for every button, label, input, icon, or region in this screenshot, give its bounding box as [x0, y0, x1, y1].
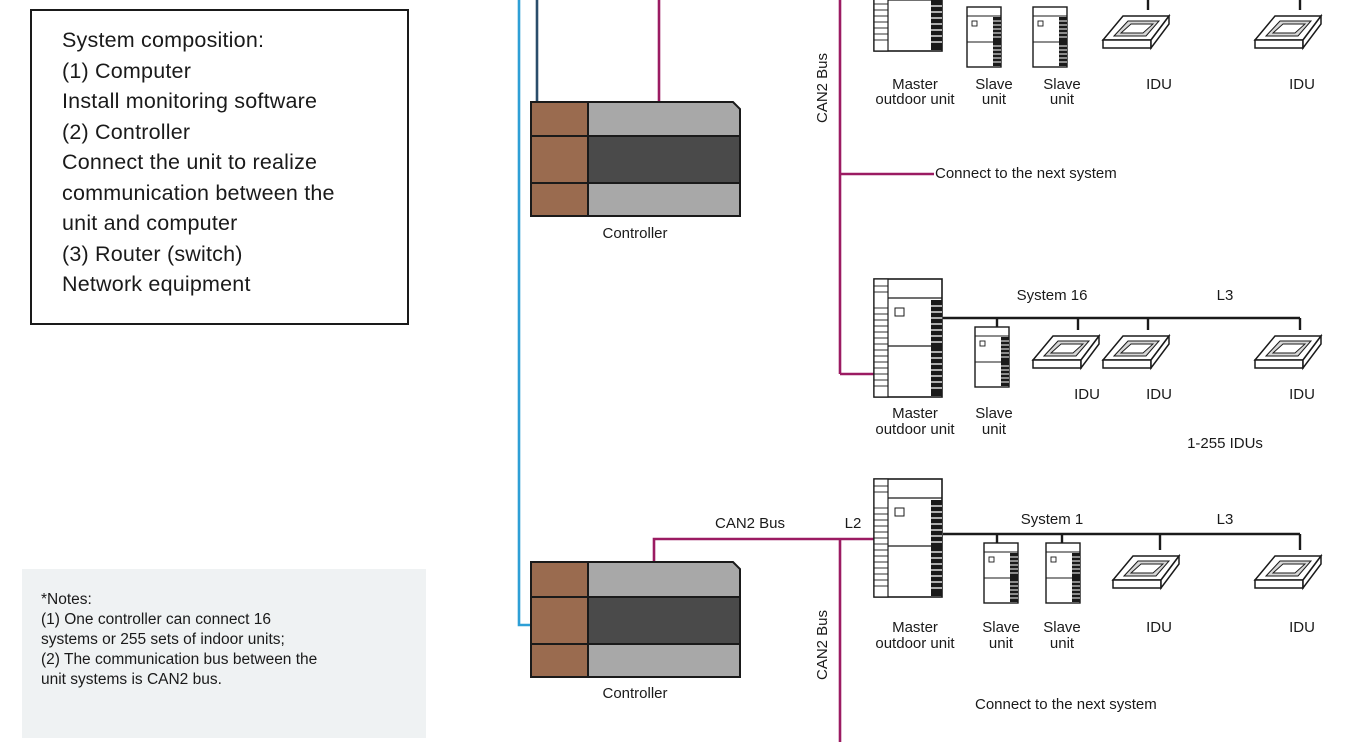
- idu-icon: [1254, 335, 1322, 369]
- composition-line: Network equipment: [62, 272, 251, 296]
- system-1-label: System 1: [1021, 511, 1084, 528]
- slave-label: unit: [1050, 635, 1075, 652]
- controller-bottom: [530, 561, 741, 678]
- connect-next-system-label: Connect to the next system: [935, 165, 1117, 182]
- can2-bus-label: CAN2 Bus: [814, 610, 831, 680]
- idu-icon: [1112, 555, 1180, 589]
- idu-label: IDU: [1146, 386, 1172, 403]
- slave-label: Slave: [975, 76, 1013, 93]
- controller-top: [530, 101, 741, 217]
- idu-icon: [1032, 335, 1100, 369]
- slave-unit: [1045, 542, 1081, 604]
- master-label: Master: [892, 76, 938, 93]
- notes-box: *Notes: (1) One controller can connect 1…: [22, 569, 426, 738]
- l2-label: L2: [845, 515, 862, 532]
- master-label: outdoor unit: [875, 421, 955, 438]
- notes-line: (2) The communication bus between the: [41, 651, 318, 668]
- l3-label: L3: [1217, 511, 1234, 528]
- idu-label: IDU: [1074, 386, 1100, 403]
- top-system: [873, 0, 1322, 68]
- system-1: [873, 478, 1322, 604]
- slave-unit: [983, 542, 1019, 604]
- slave-label: unit: [982, 91, 1007, 108]
- can2-bus-label: CAN2 Bus: [715, 515, 785, 532]
- slave-label: Slave: [1043, 619, 1081, 636]
- idu-label: IDU: [1289, 619, 1315, 636]
- composition-line: communication between the: [62, 180, 335, 205]
- network-cable-blue: [517, 0, 531, 627]
- composition-line: System composition:: [62, 28, 265, 52]
- slave-label: unit: [1050, 91, 1075, 108]
- slave-unit: [974, 326, 1010, 388]
- composition-line: Install monitoring software: [62, 89, 318, 113]
- composition-line: Connect the unit to realize: [62, 150, 318, 174]
- master-label: outdoor unit: [875, 91, 955, 108]
- master-label: outdoor unit: [875, 635, 955, 652]
- master-outdoor-unit: [873, 0, 943, 52]
- controller-label: Controller: [602, 225, 667, 242]
- can2-bus-label: CAN2 Bus: [814, 53, 831, 123]
- connect-next-system-label: Connect to the next system: [975, 696, 1157, 713]
- idu-label: IDU: [1146, 619, 1172, 636]
- slave-label: unit: [989, 635, 1014, 652]
- master-outdoor-unit: [873, 478, 943, 598]
- notes-line: unit systems is CAN2 bus.: [41, 671, 222, 688]
- system-composition-box: System composition: (1) Computer Install…: [30, 9, 409, 325]
- composition-line: (1) Computer: [62, 58, 192, 83]
- notes-line: systems or 255 sets of indoor units;: [41, 631, 285, 648]
- can2-bus-top: [657, 0, 934, 376]
- idu-label: IDU: [1289, 386, 1315, 403]
- can2-bus-bottom: [652, 537, 874, 742]
- notes-line: (1) One controller can connect 16: [41, 611, 272, 628]
- slave-label: unit: [982, 421, 1007, 438]
- l3-label: L3: [1217, 287, 1234, 304]
- idu-icon: [1254, 15, 1322, 49]
- idu-label: IDU: [1146, 76, 1172, 93]
- slave-label: Slave: [1043, 76, 1081, 93]
- notes-line: *Notes:: [41, 591, 92, 608]
- slave-unit: [966, 6, 1002, 68]
- system-16-label: System 16: [1017, 287, 1088, 304]
- master-outdoor-unit: [873, 278, 943, 398]
- idu-label: IDU: [1289, 76, 1315, 93]
- slave-label: Slave: [982, 619, 1020, 636]
- master-label: Master: [892, 405, 938, 422]
- slave-label: Slave: [975, 405, 1013, 422]
- slave-unit: [1032, 6, 1068, 68]
- composition-line: unit and computer: [62, 211, 238, 235]
- idu-icon: [1102, 335, 1170, 369]
- idu-icon: [1102, 15, 1170, 49]
- composition-line: (3) Router (switch): [62, 241, 243, 266]
- idu-range-label: 1-255 IDUs: [1187, 435, 1263, 452]
- system-16: [873, 278, 1322, 398]
- idu-icon: [1254, 555, 1322, 589]
- composition-line: (2) Controller: [62, 119, 191, 144]
- controller-label: Controller: [602, 685, 667, 702]
- master-label: Master: [892, 619, 938, 636]
